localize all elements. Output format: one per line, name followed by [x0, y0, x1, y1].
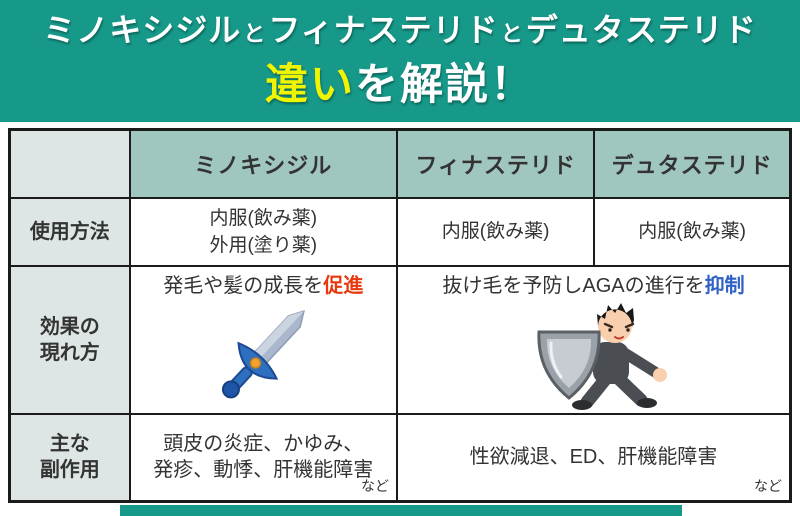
corner-cell [8, 128, 131, 199]
side-effects-row: 主な 副作用 頭皮の炎症、かゆみ、 発疹、動悸、肝機能障害 など 性欲減退、ED… [8, 412, 792, 503]
sword-illustration-wrap [132, 299, 395, 411]
usage-minoxidil-line2: 外用(塗り薬) [209, 234, 318, 256]
table-header-row: ミノキシジル フィナステリド デュタステリド [8, 128, 792, 199]
usage-row: 使用方法 内服(飲み薬) 外用(塗り薬) 内服(飲み薬) 内服(飲み薬) [8, 196, 792, 267]
effect-others-cell: 抜け毛を予防しAGAの進行を抑制 [395, 264, 792, 415]
banner-highlight-word: 違い [265, 61, 355, 109]
sword-icon [222, 310, 306, 399]
effect-minoxidil-cell: 発毛や髪の成長を促進 [128, 264, 398, 415]
banner-and2: と [500, 21, 524, 46]
usage-dutasteride-cell: 内服(飲み薬) [593, 196, 792, 267]
usage-row-label: 使用方法 [8, 196, 131, 267]
banner-and1: と [243, 21, 267, 46]
column-header-finasteride: フィナステリド [395, 128, 596, 199]
banner-title-line1: ミノキシジルとフィナステリドとデュタステリド [0, 9, 800, 55]
side-effects-minoxidil-cell: 頭皮の炎症、かゆみ、 発疹、動悸、肝機能障害 など [128, 412, 398, 503]
banner-drug1: ミノキシジル [43, 12, 242, 48]
side-label-line1: 主な [49, 433, 90, 456]
side-effects-others-cell: 性欲減退、ED、肝機能障害 など [395, 412, 792, 503]
banner-rest: を解説！ [355, 61, 535, 109]
side-others-text: 性欲減退、ED、肝機能障害 [469, 446, 718, 469]
effect-minoxidil-text: 発毛や髪の成長を促進 [163, 275, 364, 297]
column-header-minoxidil: ミノキシジル [128, 128, 398, 199]
effect-row-label: 効果の 現れ方 [8, 264, 131, 415]
side-effects-row-label: 主な 副作用 [8, 412, 131, 503]
effect-row: 効果の 現れ方 発毛や髪の成長を促進 [8, 264, 792, 415]
promote-highlight: 促進 [323, 275, 364, 297]
side-minoxidil-line1: 頭皮の炎症、かゆみ、 [163, 433, 364, 456]
banner-title-line2: 違いを解説！ [0, 57, 800, 113]
usage-finasteride-cell: 内服(飲み薬) [395, 196, 596, 267]
comparison-table: ミノキシジル フィナステリド デュタステリド 使用方法 内服(飲み薬) 外用(塗… [8, 128, 792, 503]
side-minoxidil-line2: 発疹、動悸、肝機能障害 [153, 459, 374, 482]
shield-illustration-wrap [399, 299, 789, 411]
effect-label-line1: 効果の [39, 315, 100, 338]
inhibit-highlight: 抑制 [704, 275, 745, 297]
banner-drug3: デュタステリド [525, 12, 757, 48]
banner-drug2: フィナステリド [268, 12, 499, 48]
side-label-line2: 副作用 [39, 459, 100, 482]
side-others-etc: など [754, 478, 782, 494]
usage-minoxidil-cell: 内服(飲み薬) 外用(塗り薬) [128, 196, 398, 267]
effect-others-text: 抜け毛を予防しAGAの進行を抑制 [442, 275, 745, 297]
side-minoxidil-etc: など [360, 478, 389, 494]
footer-accent-bar [120, 505, 682, 516]
shield-person-icon [537, 303, 668, 410]
title-banner: ミノキシジルとフィナステリドとデュタステリド 違いを解説！ [0, 0, 800, 122]
effect-label-line2: 現れ方 [39, 341, 100, 364]
usage-minoxidil-line1: 内服(飲み薬) [209, 207, 318, 229]
column-header-dutasteride: デュタステリド [593, 128, 792, 199]
